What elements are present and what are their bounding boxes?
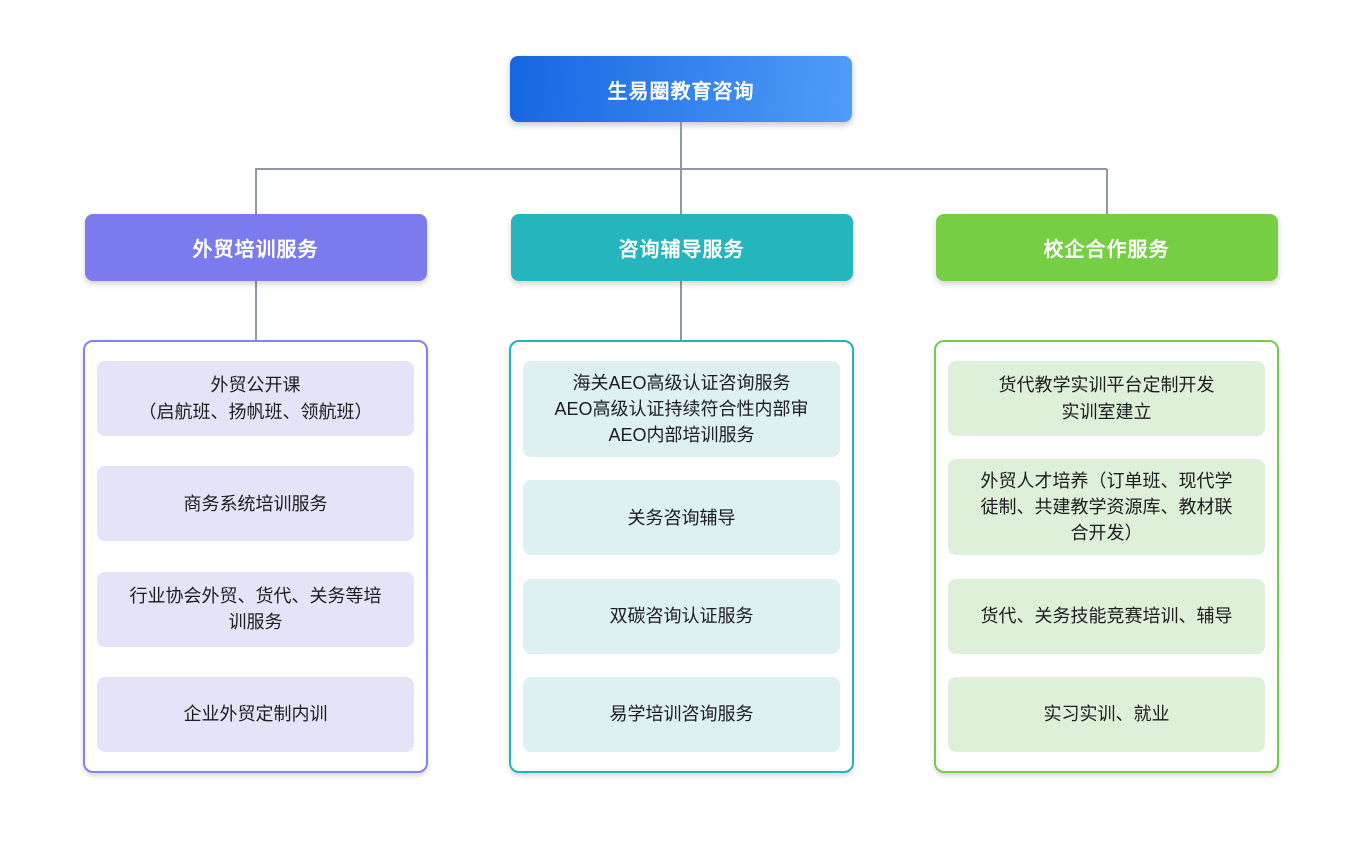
- branch-header-label: 校企合作服务: [1043, 239, 1170, 261]
- service-item-label: 行业协会外贸、货代、关务等培 训服务: [129, 586, 382, 633]
- service-item-label: 海关AEO高级认证咨询服务 AEO高级认证持续符合性内部审 AEO内部培训服务: [554, 372, 809, 446]
- trade-training-container: 外贸公开课 （启航班、扬帆班、领航班） 商务系统培训服务 行业协会外贸、货代、关…: [83, 340, 428, 773]
- service-item: 外贸公开课 （启航班、扬帆班、领航班）: [97, 361, 414, 436]
- service-item-label: 企业外贸定制内训: [183, 704, 328, 725]
- service-item-label: 实习实训、就业: [1043, 704, 1170, 725]
- consulting-coaching-container: 海关AEO高级认证咨询服务 AEO高级认证持续符合性内部审 AEO内部培训服务 …: [509, 340, 854, 773]
- branch-header-label: 外贸培训服务: [192, 239, 319, 261]
- service-item-label: 外贸人才培养（订单班、现代学 徒制、共建教学资源库、教材联 合开发）: [980, 471, 1233, 544]
- service-item: 货代教学实训平台定制开发 实训室建立: [948, 361, 1265, 436]
- service-item: 易学培训咨询服务: [523, 676, 840, 752]
- column-school-enterprise: 校企合作服务 货代教学实训平台定制开发 实训室建立 外贸人才培养（订单班、现代学…: [934, 214, 1279, 773]
- connector-header-body-1: [255, 281, 257, 340]
- service-item-label: 货代、关务技能竞赛培训、辅导: [980, 606, 1233, 627]
- service-item-label: 商务系统培训服务: [183, 493, 328, 514]
- service-item-label: 货代教学实训平台定制开发 实训室建立: [998, 375, 1215, 422]
- service-item: 关务咨询辅导: [523, 480, 840, 556]
- service-item: 双碳咨询认证服务: [523, 578, 840, 654]
- service-item-label: 关务咨询辅导: [627, 507, 736, 528]
- service-item-label: 双碳咨询认证服务: [609, 606, 754, 627]
- root-node-label: 生易圈教育咨询: [607, 80, 755, 103]
- branch-header-school-enterprise: 校企合作服务: [935, 214, 1278, 281]
- column-trade-training: 外贸培训服务 外贸公开课 （启航班、扬帆班、领航班） 商务系统培训服务 行业协会…: [83, 214, 428, 773]
- service-item: 货代、关务技能竞赛培训、辅导: [948, 578, 1265, 654]
- service-item: 行业协会外贸、货代、关务等培 训服务: [97, 571, 414, 647]
- service-item-label: 易学培训咨询服务: [609, 704, 754, 725]
- school-enterprise-container: 货代教学实训平台定制开发 实训室建立 外贸人才培养（订单班、现代学 徒制、共建教…: [934, 340, 1279, 773]
- branch-header-consulting-coaching: 咨询辅导服务: [510, 214, 853, 281]
- service-item-label: 外贸公开课 （启航班、扬帆班、领航班）: [138, 375, 373, 422]
- connector-header-body-2: [680, 281, 682, 340]
- connector-drop-column-3: [1106, 169, 1108, 214]
- column-consulting-coaching: 咨询辅导服务 海关AEO高级认证咨询服务 AEO高级认证持续符合性内部审 AEO…: [509, 214, 854, 773]
- service-item: 实习实训、就业: [948, 676, 1265, 752]
- branch-header-trade-training: 外贸培训服务: [84, 214, 427, 281]
- service-item: 海关AEO高级认证咨询服务 AEO高级认证持续符合性内部审 AEO内部培训服务: [523, 361, 840, 457]
- branch-header-label: 咨询辅导服务: [618, 239, 745, 261]
- root-node: 生易圈教育咨询: [510, 56, 852, 122]
- connector-drop-column-1: [255, 169, 257, 214]
- connector-root-stub: [680, 122, 682, 169]
- connector-drop-column-2: [680, 169, 682, 214]
- service-item: 企业外贸定制内训: [97, 676, 414, 752]
- service-item: 外贸人才培养（订单班、现代学 徒制、共建教学资源库、教材联 合开发）: [948, 459, 1265, 556]
- service-item: 商务系统培训服务: [97, 466, 414, 542]
